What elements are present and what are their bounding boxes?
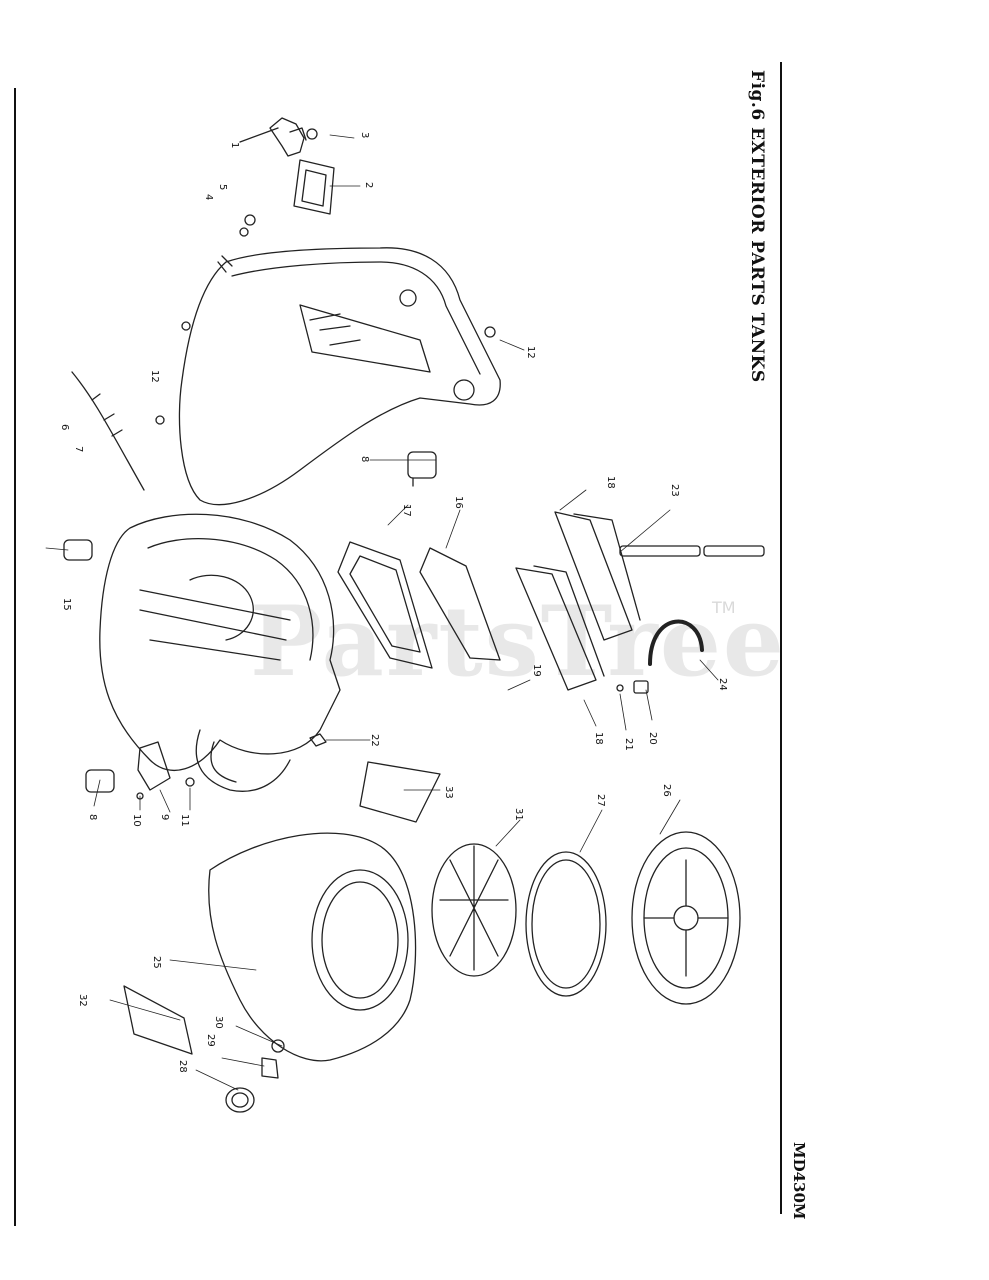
callout-33: 33 — [443, 786, 454, 799]
callout-9: 9 — [159, 814, 170, 820]
callout-27: 27 — [595, 794, 606, 807]
callout-8b: 8 — [87, 814, 98, 820]
callout-26: 26 — [661, 784, 672, 797]
callout-11: 11 — [179, 814, 190, 827]
leader-lines — [45, 134, 719, 1091]
callout-10: 10 — [131, 814, 142, 827]
callout-3: 3 — [359, 132, 370, 138]
callout-5: 5 — [217, 184, 228, 190]
part-filter-cover-16 — [419, 547, 501, 661]
callout-8a: 8 — [359, 456, 370, 462]
part-intake-cover-26 — [631, 831, 741, 1005]
figure-title: Fig.6 EXTERIOR PARTS TANKS — [747, 70, 767, 383]
callout-12b: 12 — [525, 346, 536, 359]
callout-17: 17 — [401, 504, 412, 517]
part-mount-bracket — [85, 741, 195, 800]
part-gasket-plate — [293, 159, 335, 215]
part-gasket-17 — [337, 541, 433, 669]
part-label-32 — [123, 985, 193, 1055]
callout-29: 29 — [205, 1034, 216, 1047]
model-number: MD430M — [790, 1142, 808, 1220]
part-fittings-28-30 — [225, 1039, 285, 1113]
part-throttle-cable — [71, 371, 145, 491]
part-cover-housing-25 — [208, 832, 417, 1062]
part-hardware-4-5 — [239, 214, 256, 237]
part-handle-hose-24 — [648, 619, 704, 666]
model-number-block: MD430M — [790, 1142, 818, 1220]
part-lever — [239, 117, 318, 157]
callout-21: 21 — [623, 738, 634, 751]
callout-32: 32 — [77, 994, 88, 1007]
part-rubber-mount-upper — [407, 451, 437, 487]
watermark-trademark: TM — [712, 598, 736, 617]
callout-labels: 1 2 3 4 5 6 7 8 8 9 10 11 12 12 15 16 17… — [59, 132, 728, 1073]
callout-19: 19 — [531, 664, 542, 677]
callout-23: 23 — [669, 484, 680, 497]
part-frame-18-upper — [554, 511, 641, 641]
part-pipes-23 — [619, 545, 765, 557]
callout-1: 1 — [229, 142, 240, 148]
callout-22: 22 — [369, 734, 380, 747]
part-ring-27 — [525, 851, 607, 997]
callout-25: 25 — [151, 956, 162, 969]
part-frame-18-lower — [515, 565, 605, 691]
callout-20: 20 — [647, 732, 658, 745]
part-screen-31 — [431, 843, 517, 977]
callout-6: 6 — [59, 424, 70, 430]
title-rule-line — [780, 62, 782, 1214]
callout-18a: 18 — [605, 476, 616, 489]
callout-30: 30 — [213, 1016, 224, 1029]
callout-16: 16 — [453, 496, 464, 509]
part-nut-12 — [484, 326, 496, 338]
callout-7: 7 — [73, 446, 84, 452]
figure-title-block: Fig.6 EXTERIOR PARTS TANKS — [747, 70, 782, 390]
callout-24: 24 — [717, 678, 728, 691]
part-blower-housing — [99, 513, 341, 792]
callout-28: 28 — [177, 1060, 188, 1073]
part-tank-upper — [155, 247, 501, 506]
callout-15: 15 — [61, 598, 72, 611]
callout-4: 4 — [203, 194, 214, 200]
part-label-33 — [359, 761, 441, 823]
callout-18b: 18 — [593, 732, 604, 745]
callout-31: 31 — [513, 808, 524, 821]
part-clip-22 — [309, 733, 327, 747]
left-border-line — [14, 88, 16, 1226]
callout-2: 2 — [363, 182, 374, 188]
part-screw-washer — [616, 680, 649, 694]
callout-12a: 12 — [149, 370, 160, 383]
